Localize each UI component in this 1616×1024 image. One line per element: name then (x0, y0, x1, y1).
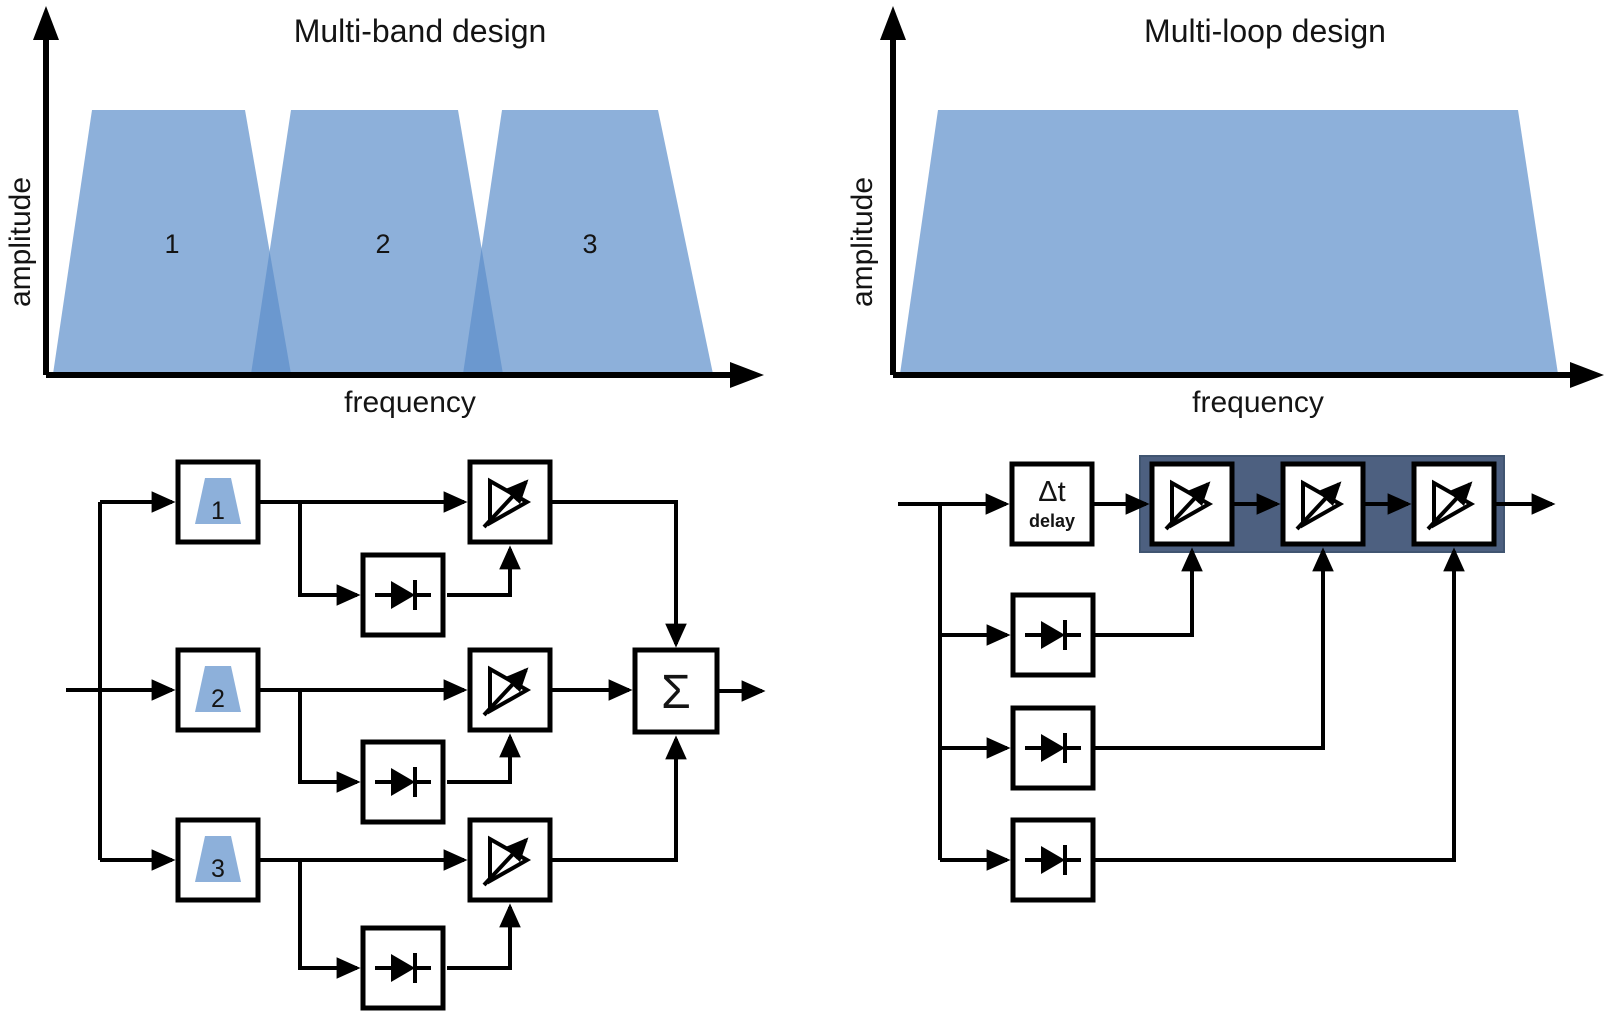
signal-line (1093, 547, 1203, 637)
multiband-frequency-plot: Multi-band design 1 2 3 frequency amplit… (4, 6, 764, 419)
x-axis-arrowhead (1570, 362, 1604, 388)
multiloop-block-diagram: Δt delay (898, 455, 1556, 900)
detector-block (1013, 595, 1093, 675)
band-label: 3 (582, 229, 597, 259)
detector-block (1013, 708, 1093, 788)
filter-label: 2 (211, 685, 225, 713)
plot-title: Multi-loop design (1144, 13, 1386, 49)
filter-trapezoid-icon (195, 478, 241, 524)
signal-line (298, 860, 361, 979)
multiloop-frequency-plot: Multi-loop design frequency amplitude (846, 6, 1604, 419)
amplifier-block (1283, 464, 1363, 544)
signal-line (447, 903, 521, 970)
x-axis-arrowhead (730, 362, 764, 388)
signal-line (447, 733, 521, 784)
sum-box (632, 647, 720, 735)
signal-line (447, 545, 521, 597)
delay-label: delay (1029, 511, 1075, 531)
x-axis-label: frequency (344, 386, 476, 419)
delay-box (1009, 461, 1095, 547)
amplifier-block (1414, 464, 1494, 544)
signal-line (298, 502, 361, 606)
sum-block: Σ (632, 647, 720, 735)
x-axis-label: frequency (1192, 386, 1324, 419)
filter-block: 3 (175, 817, 261, 903)
band-label: 1 (164, 229, 179, 259)
filter-label: 1 (211, 497, 225, 525)
signal-lines (66, 491, 766, 979)
y-axis-label: amplitude (846, 177, 879, 307)
y-axis-label: amplitude (4, 177, 37, 307)
y-axis-arrowhead (33, 6, 59, 40)
detector-block (363, 555, 443, 635)
band-trapezoid (53, 110, 291, 374)
detector-block (363, 742, 443, 822)
filter-label: 3 (211, 855, 225, 883)
amplifier-block (470, 820, 550, 900)
signal-lines (898, 493, 1556, 871)
sum-symbol: Σ (661, 666, 691, 719)
band-trapezoid (251, 110, 503, 374)
amplifier-block (470, 650, 550, 730)
signal-line (298, 690, 361, 793)
band-label: 2 (375, 229, 390, 259)
detector-block (1013, 820, 1093, 900)
plot-title: Multi-band design (294, 13, 547, 49)
band-trapezoid (900, 110, 1558, 374)
filter-trapezoid-icon (195, 666, 241, 712)
signal-line (1093, 547, 1465, 862)
y-axis-arrowhead (880, 6, 906, 40)
amplifier-block (470, 462, 550, 542)
signal-line (1093, 547, 1334, 750)
multiband-block-diagram: 1 2 3 Σ (66, 459, 766, 1008)
delay-block: Δt delay (1009, 461, 1095, 547)
filter-trapezoid-icon (195, 836, 241, 882)
delay-symbol: Δt (1038, 476, 1065, 508)
signal-line (550, 500, 687, 648)
filter-block: 1 (175, 459, 261, 545)
detector-block (363, 928, 443, 1008)
filter-block: 2 (175, 647, 261, 733)
signal-line (550, 735, 687, 862)
band-trapezoid (463, 110, 713, 374)
amplifier-block (1152, 464, 1232, 544)
